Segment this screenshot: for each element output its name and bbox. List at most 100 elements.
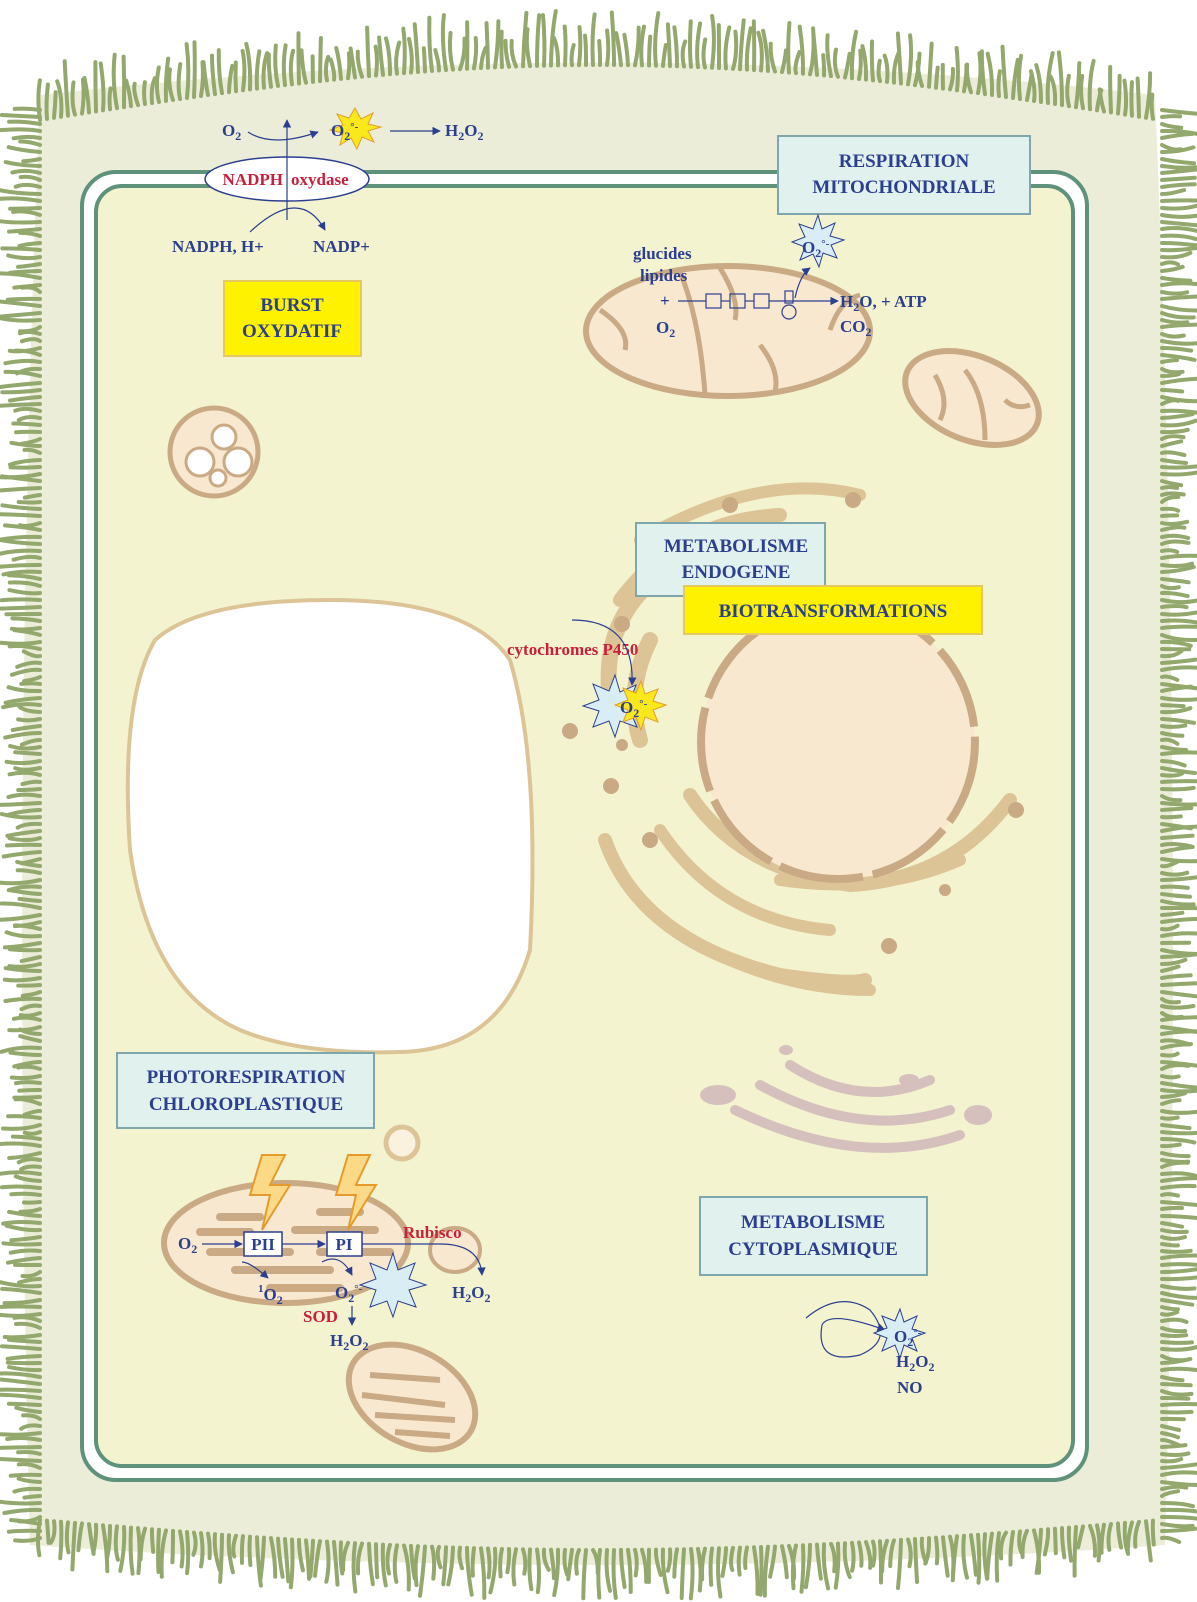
wall-hair xyxy=(1162,1286,1195,1289)
wall-hair xyxy=(1162,348,1191,351)
wall-hair xyxy=(674,1549,677,1576)
wall-hair xyxy=(501,32,502,68)
wall-hair xyxy=(1162,933,1197,936)
wall-hair xyxy=(641,27,644,66)
wall-hair xyxy=(852,1543,854,1571)
wall-hair xyxy=(13,1137,40,1139)
wall-hair xyxy=(15,768,40,770)
wall-hair xyxy=(1162,215,1197,217)
wall-hair xyxy=(551,1550,554,1578)
wall-hair xyxy=(1162,808,1191,810)
wall-hair xyxy=(978,1535,979,1583)
wall-hair xyxy=(269,55,271,87)
wall-hair xyxy=(1162,705,1184,706)
wall-hair xyxy=(1162,873,1187,875)
wall-hair xyxy=(1162,542,1189,544)
wall-hair xyxy=(9,1531,40,1532)
wall-hair xyxy=(1162,1054,1178,1056)
wall-hair xyxy=(1162,564,1192,566)
wall-hair xyxy=(443,15,446,70)
wall-hair xyxy=(1162,325,1197,327)
mitochondrion-large xyxy=(586,266,870,396)
wall-hair xyxy=(14,1018,40,1020)
wall-hair xyxy=(1076,63,1079,107)
wall-hair xyxy=(1162,369,1183,372)
wall-hair xyxy=(25,495,40,498)
wall-hair xyxy=(18,789,40,790)
wall-hair xyxy=(512,41,516,67)
wall-hair xyxy=(1069,1528,1071,1561)
wall-hair xyxy=(8,255,40,258)
wall-hair xyxy=(936,68,938,88)
wall-hair xyxy=(758,33,762,71)
plus-label: + xyxy=(660,291,670,310)
wall-hair xyxy=(1162,527,1184,530)
wall-hair xyxy=(7,761,40,763)
wall-hair xyxy=(395,1545,397,1582)
wall-hair xyxy=(1162,1264,1197,1265)
wall-hair xyxy=(859,51,861,79)
wall-hair xyxy=(1097,1525,1099,1560)
wall-hair xyxy=(208,1534,210,1559)
wall-hair xyxy=(82,80,84,114)
wall-hair xyxy=(172,1531,173,1562)
wall-hair xyxy=(879,61,880,81)
box-metab-endo-line2: ENDOGENE xyxy=(682,562,791,583)
wall-hair xyxy=(1162,1244,1178,1245)
box-respiration-line2: MITOCHONDRIALE xyxy=(812,177,995,198)
vacuole xyxy=(128,600,533,1052)
wall-hair xyxy=(585,36,586,65)
wall-hair xyxy=(507,1549,509,1572)
wall-hair xyxy=(157,68,159,103)
wall-hair xyxy=(95,62,96,111)
wall-hair xyxy=(1162,667,1197,670)
wall-hair xyxy=(9,1404,40,1405)
wall-hair xyxy=(1162,1017,1197,1020)
wall-hair xyxy=(1162,816,1181,817)
wall-hair xyxy=(1162,975,1191,978)
wall-hair xyxy=(607,31,608,66)
wall-hair xyxy=(1162,1529,1195,1531)
wall-hair xyxy=(474,38,476,68)
wall-hair xyxy=(432,1547,434,1579)
wall-hair xyxy=(613,1550,615,1598)
wall-hair xyxy=(1162,1178,1197,1181)
wall-hair xyxy=(1162,859,1197,861)
wall-hair xyxy=(1162,983,1197,985)
wall-hair xyxy=(1162,1335,1186,1336)
wall-hair xyxy=(1162,1453,1188,1455)
wall-hair xyxy=(1162,1132,1197,1133)
wall-hair xyxy=(20,1209,40,1212)
wall-hair xyxy=(1162,1404,1197,1405)
wall-hair xyxy=(320,38,321,81)
wall-hair xyxy=(47,85,48,119)
rubisco-label: Rubisco xyxy=(403,1223,462,1242)
wall-hair xyxy=(788,23,789,73)
wall-hair xyxy=(1162,1398,1188,1399)
wall-hair xyxy=(1162,606,1187,607)
wall-hair xyxy=(1162,747,1186,750)
wall-hair xyxy=(376,47,377,76)
wall-hair xyxy=(859,1542,862,1565)
wall-hair xyxy=(1162,360,1177,362)
wall-hair xyxy=(1162,460,1186,463)
wall-hair xyxy=(739,1548,740,1575)
wall-hair xyxy=(674,27,677,66)
wall-hair xyxy=(1162,390,1182,392)
wall-hair xyxy=(284,45,286,85)
wall-hair xyxy=(20,332,40,334)
wall-hair xyxy=(450,33,453,70)
wall-hair xyxy=(291,1540,293,1588)
wall-hair xyxy=(0,514,40,516)
wall-hair xyxy=(1162,1391,1192,1395)
wall-hair xyxy=(12,171,40,173)
wall-hair xyxy=(1162,190,1184,194)
wall-hair xyxy=(11,1251,40,1253)
wall-hair xyxy=(415,24,418,72)
wall-hair xyxy=(9,122,40,124)
wall-hair xyxy=(18,870,40,873)
wall-hair xyxy=(0,1144,40,1146)
wall-hair xyxy=(802,1545,804,1591)
wall-hair xyxy=(1162,788,1194,789)
wall-hair xyxy=(250,1537,251,1565)
